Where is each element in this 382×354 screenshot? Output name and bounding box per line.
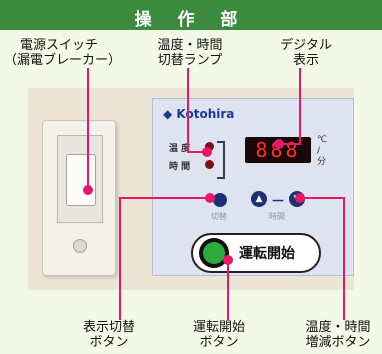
callout-temp-time-adjust-line1: 温度・時間: [305, 320, 371, 335]
increase-button[interactable]: ▲: [251, 191, 267, 207]
run-indicator-ring: [199, 238, 229, 268]
logo-mark-icon: ◆: [163, 107, 173, 121]
brand-logo: ◆ Kotohira: [163, 107, 234, 121]
brand-name: Kotohira: [176, 107, 235, 121]
toggle-label: 切替: [211, 212, 227, 221]
power-switch-housing: [57, 135, 103, 223]
lamp-time-label: 時 間: [169, 162, 191, 172]
callout-run-start-line2: ボタン: [199, 335, 239, 350]
unit-minutes: 分: [317, 157, 327, 167]
callout-power-switch-line2: （漏電ブレーカー）: [4, 53, 122, 68]
unit-slash: /: [317, 146, 321, 156]
callout-display-toggle-line1: 表示切替: [82, 320, 135, 335]
power-switch-plate: [42, 120, 116, 276]
display-toggle-button[interactable]: [213, 193, 227, 207]
adjust-label: 時間: [269, 212, 285, 221]
callout-power-switch: 電源スイッチ （漏電ブレーカー）: [4, 38, 122, 68]
callout-temp-time-lamp-line2: 切替ランプ: [157, 53, 223, 68]
unit-celsius: ℃: [317, 135, 328, 145]
callout-temp-time-adjust: 温度・時間 増減ボタン: [296, 320, 380, 350]
lamp-temp-label: 温 度: [169, 144, 191, 154]
section-title: 操 作 部: [134, 10, 248, 30]
callout-digital-display-line2: 表示: [292, 53, 319, 68]
callout-temp-time-adjust-line2: 増減ボタン: [305, 335, 371, 350]
time-lamp-icon: [205, 160, 214, 169]
decrease-button[interactable]: ▼: [289, 191, 305, 207]
callout-display-toggle: 表示切替 ボタン: [74, 320, 144, 350]
callout-run-start: 運転開始 ボタン: [184, 320, 254, 350]
callout-digital-display: デジタル 表示: [270, 38, 342, 68]
temp-lamp-icon: [205, 142, 214, 151]
adjust-dash: －: [271, 194, 285, 210]
callout-temp-time-lamp-line1: 温度・時間: [157, 38, 223, 53]
callout-digital-display-line1: デジタル: [280, 38, 332, 53]
power-switch[interactable]: [66, 154, 96, 206]
run-start-label: 運転開始: [239, 246, 295, 262]
unit-label: ℃ / 分: [317, 135, 327, 168]
callout-power-switch-line1: 電源スイッチ: [19, 38, 98, 53]
callout-temp-time-lamp: 温度・時間 切替ランプ: [142, 38, 238, 68]
callout-display-toggle-line2: ボタン: [89, 335, 129, 350]
callout-run-start-line1: 運転開始: [192, 320, 245, 335]
lamp-bracket: [217, 141, 225, 179]
digital-display: 888: [245, 137, 311, 163]
screw-icon: [73, 239, 87, 253]
run-start-button[interactable]: 運転開始: [191, 233, 321, 273]
control-panel: ◆ Kotohira 温 度 時 間 888 ℃ / 分 切替 ▲ － ▼ 時間…: [152, 98, 354, 276]
section-header: 操 作 部: [0, 0, 382, 30]
run-indicator-icon: [203, 242, 225, 264]
